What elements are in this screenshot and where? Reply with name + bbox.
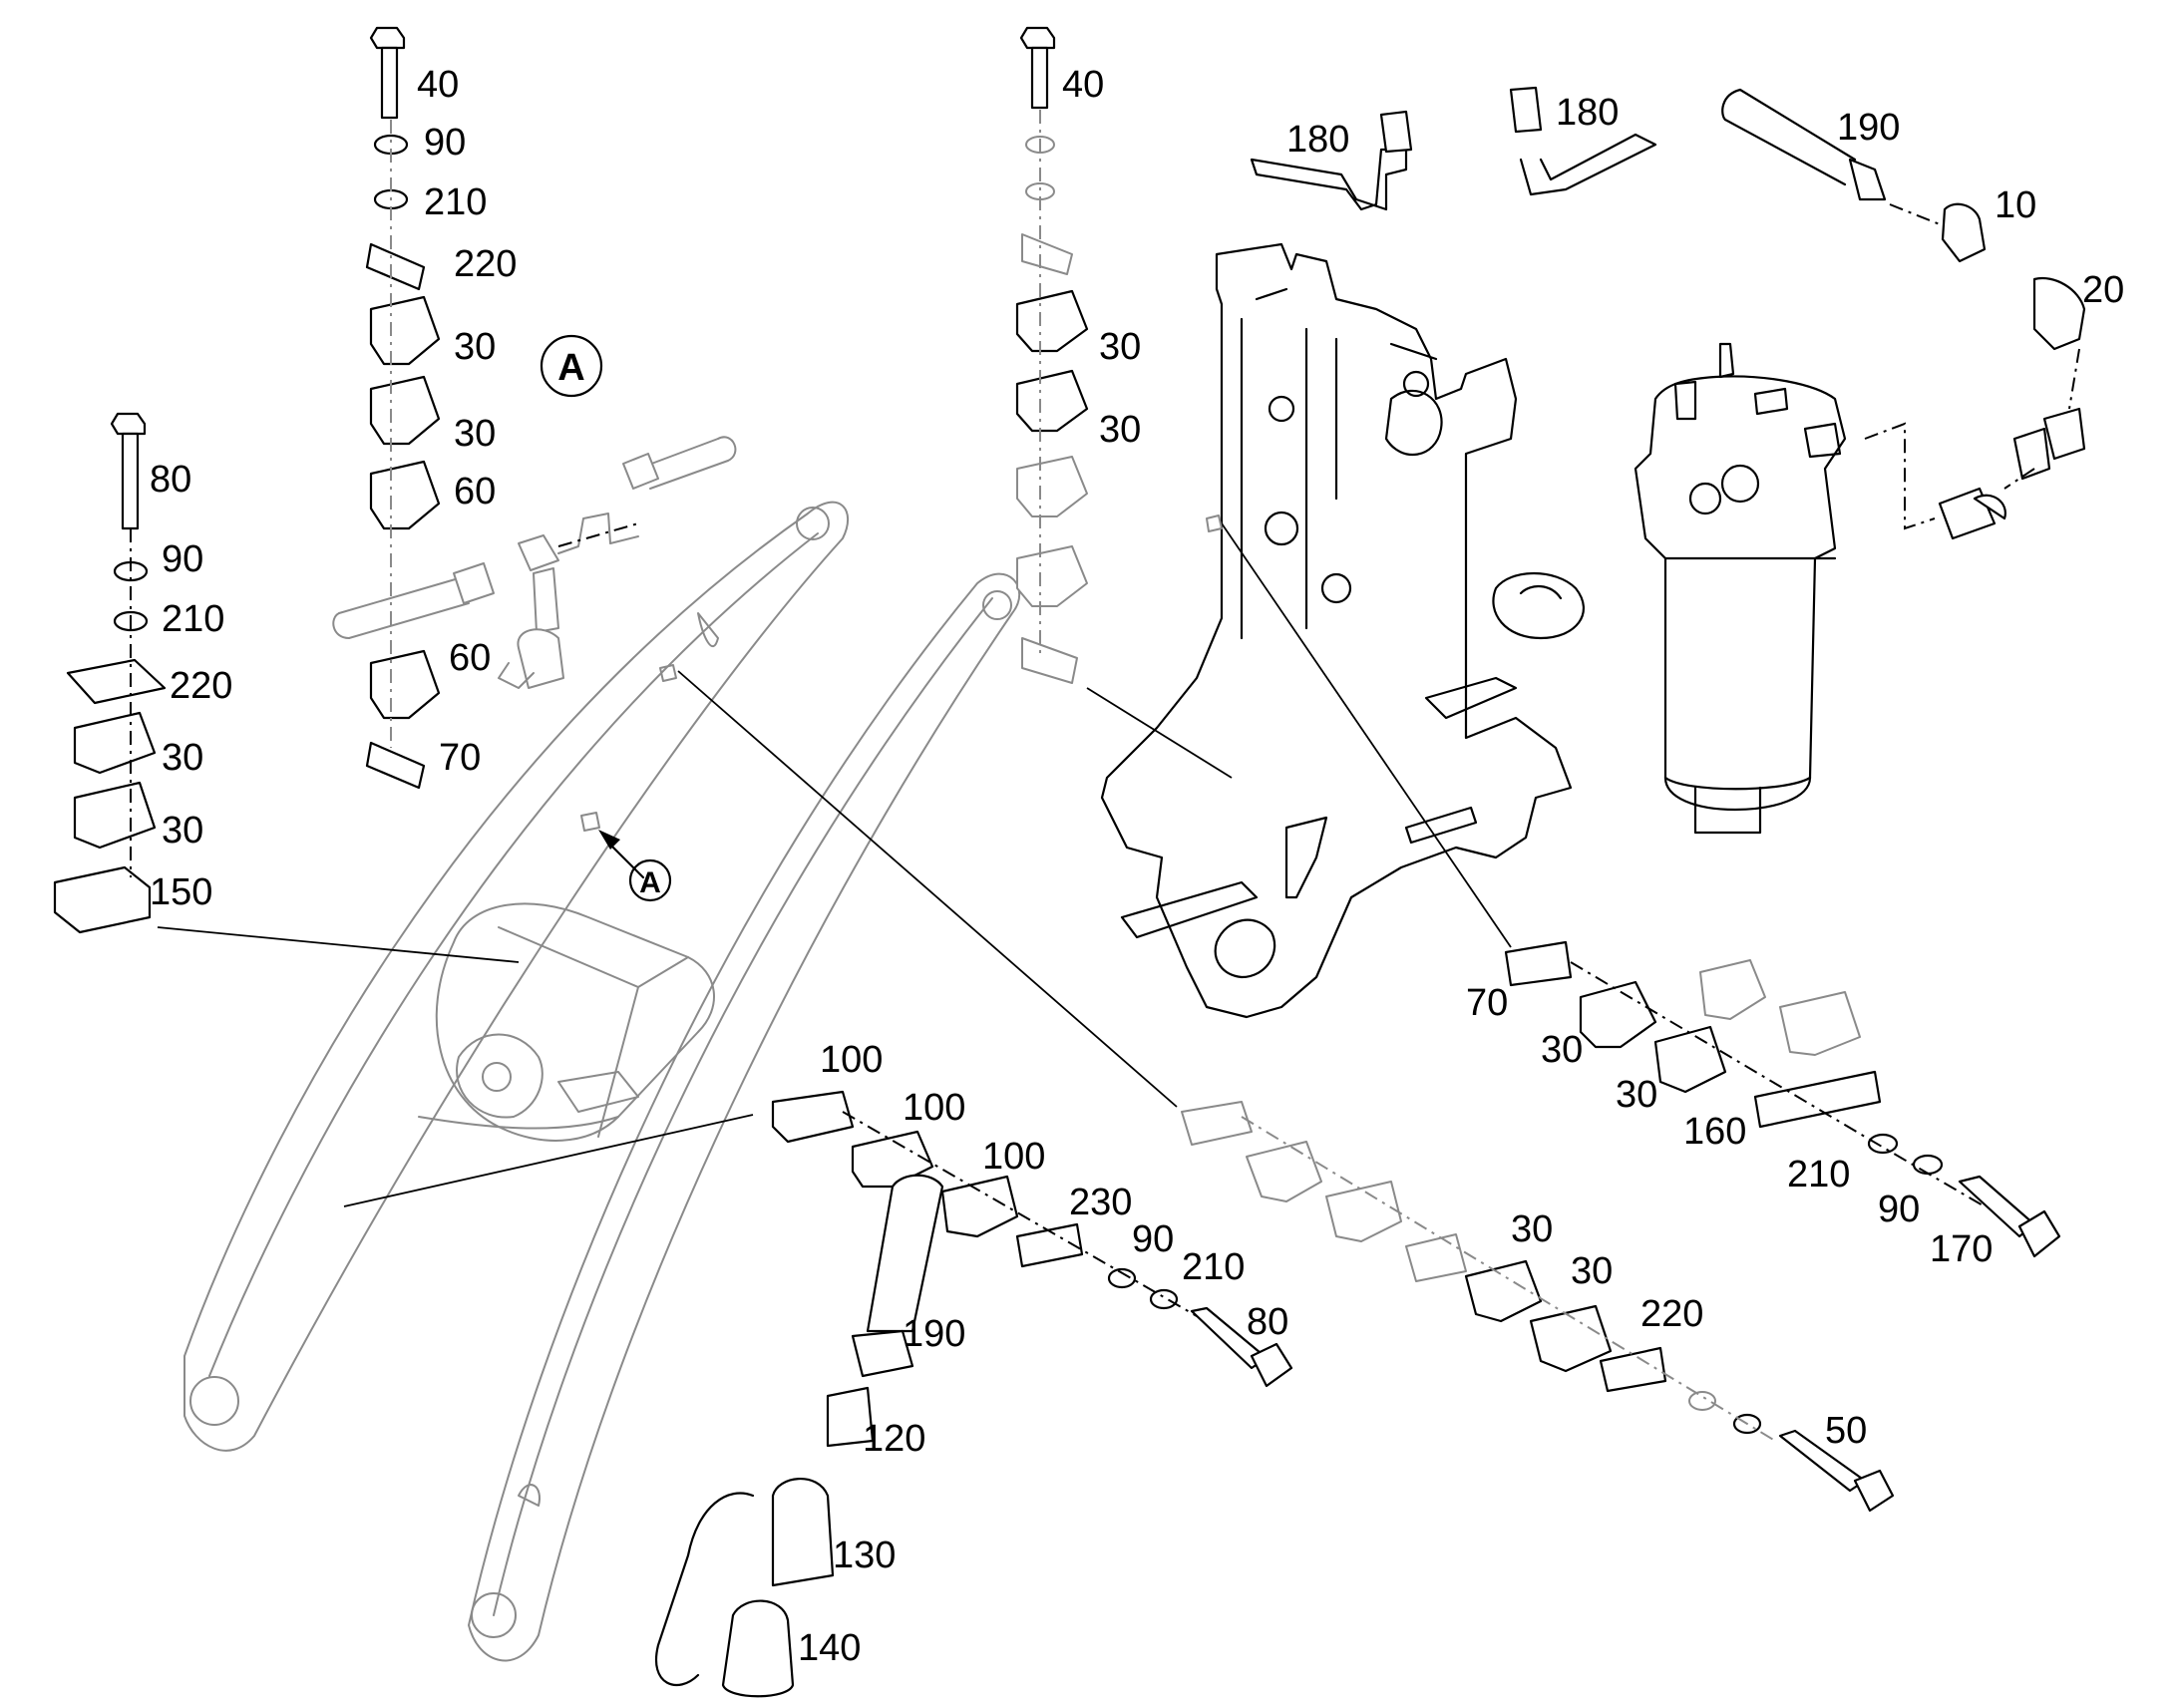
part-label: 190	[903, 1313, 965, 1355]
part-label: 210	[1787, 1154, 1850, 1196]
leader-lines	[157, 522, 1512, 1207]
part-label: 100	[903, 1087, 965, 1129]
part-label: 220	[1640, 1293, 1703, 1335]
view-a-callout: A	[540, 334, 603, 398]
part-label: 30	[1616, 1074, 1657, 1116]
clamp-stack-left	[53, 412, 167, 934]
part-label: 90	[1878, 1189, 1920, 1230]
view-a-arrow-label: A	[639, 866, 661, 899]
centerline-right-stack	[1570, 961, 1986, 1207]
part-label: 90	[1132, 1218, 1174, 1260]
part-label: 30	[1571, 1250, 1613, 1292]
part-label: 190	[1837, 107, 1900, 149]
loader-front-frame	[1100, 242, 1585, 1019]
part-label: 30	[1099, 409, 1141, 451]
view-a-label: A	[557, 347, 584, 389]
hydraulic-pipe-assembly-left	[332, 436, 737, 689]
part-label: 30	[162, 810, 203, 852]
part-label: 40	[1062, 64, 1104, 106]
clamp-stack-right	[1504, 940, 2061, 1258]
part-label: 120	[863, 1418, 925, 1460]
part-label: 180	[1286, 119, 1349, 161]
part-label: 230	[1069, 1182, 1132, 1223]
clamp-stack-view-a	[365, 26, 441, 790]
part-label: 20	[2082, 269, 2124, 311]
part-label: 210	[162, 598, 224, 640]
coupling-hose-assembly	[655, 1174, 944, 1698]
part-label: 40	[417, 64, 459, 106]
part-label: 80	[1247, 1301, 1288, 1343]
part-label: 100	[982, 1136, 1045, 1178]
part-label: 150	[150, 871, 212, 913]
part-label: 160	[1683, 1111, 1746, 1153]
view-a-arrow: A	[580, 514, 1223, 902]
part-label: 180	[1556, 92, 1619, 134]
clamp-stack-center	[1015, 26, 1089, 684]
part-label: 80	[150, 459, 191, 501]
part-label: 100	[820, 1039, 883, 1081]
part-number-labels: 40 90 210 220 30 30 60 60 70 80 90 210 2…	[150, 64, 2124, 1669]
loader-boom-arms	[183, 501, 1021, 1662]
part-label: 90	[162, 538, 203, 580]
part-label: 30	[454, 413, 496, 455]
part-label: 70	[439, 737, 481, 779]
part-label: 30	[454, 326, 496, 368]
part-label: 140	[798, 1627, 861, 1669]
part-label: 30	[162, 737, 203, 779]
part-label: 90	[424, 122, 466, 164]
part-label: 50	[1825, 1410, 1867, 1452]
centerline-bottom-right	[1241, 1116, 1776, 1442]
part-label: 170	[1930, 1228, 1993, 1270]
part-label: 60	[454, 471, 496, 512]
centerline-pipe-left	[557, 522, 639, 547]
hydraulic-filter-assembly	[1634, 342, 1847, 835]
part-label: 70	[1466, 982, 1508, 1024]
part-label: 130	[833, 1535, 896, 1576]
part-label: 210	[1182, 1246, 1245, 1288]
part-label: 220	[170, 665, 232, 707]
clamp-stack-bottom	[771, 1090, 1293, 1388]
part-label: 30	[1511, 1208, 1553, 1250]
cable-strap-left	[1250, 110, 1413, 211]
filter-fittings	[1721, 88, 2086, 540]
part-label: 210	[424, 181, 487, 223]
centerline-filter	[1864, 203, 2080, 530]
part-label: 30	[1541, 1029, 1583, 1071]
part-label: 220	[454, 243, 517, 285]
part-label: 30	[1099, 326, 1141, 368]
part-label: 10	[1995, 184, 2036, 226]
part-label: 60	[449, 637, 491, 679]
cable-strap-right	[1509, 86, 1657, 196]
centerline-bottom-stack	[842, 1111, 1198, 1317]
